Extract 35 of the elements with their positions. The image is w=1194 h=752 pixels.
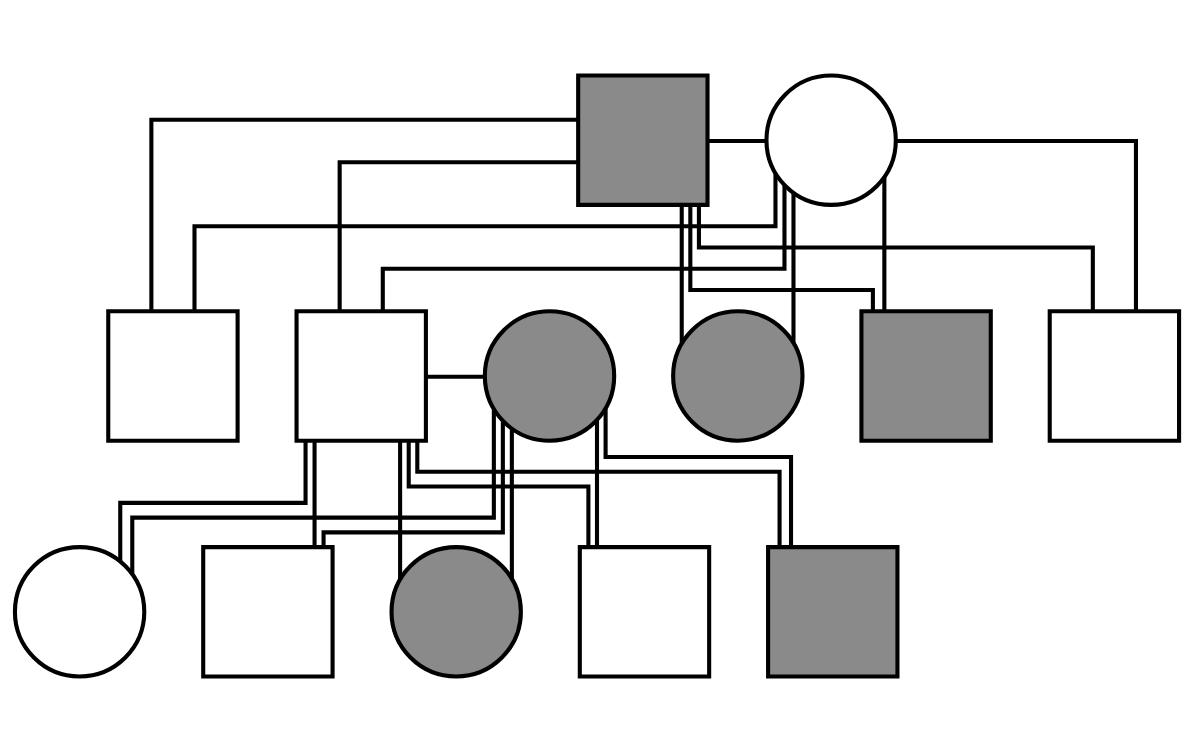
connector <box>312 441 317 547</box>
node-box <box>859 309 993 443</box>
node-box <box>577 545 712 679</box>
connector <box>149 117 579 311</box>
node-circle <box>671 309 805 443</box>
connector <box>130 409 496 574</box>
connector <box>791 193 796 343</box>
node-circle <box>389 545 523 679</box>
node-box <box>106 309 240 443</box>
node-circle <box>12 545 147 679</box>
connector <box>509 428 514 579</box>
connector <box>426 374 485 379</box>
node-box <box>294 309 428 443</box>
connector <box>688 205 875 312</box>
connector <box>118 440 308 562</box>
node-circle <box>482 309 617 443</box>
node-box <box>576 73 710 207</box>
node-circle <box>764 73 898 207</box>
node-box <box>201 545 335 679</box>
node-box <box>1047 309 1182 443</box>
connector <box>896 139 1138 312</box>
connector <box>603 408 794 548</box>
connector <box>380 185 787 312</box>
connector <box>337 160 578 312</box>
connector <box>679 205 684 344</box>
connector <box>594 420 600 547</box>
connector <box>398 441 403 580</box>
connector <box>406 440 591 547</box>
connector <box>321 420 505 547</box>
connector <box>696 205 1095 311</box>
connector <box>192 173 778 312</box>
node-box <box>766 545 900 679</box>
connector <box>415 440 782 547</box>
connector <box>882 177 887 311</box>
connector <box>707 139 767 144</box>
